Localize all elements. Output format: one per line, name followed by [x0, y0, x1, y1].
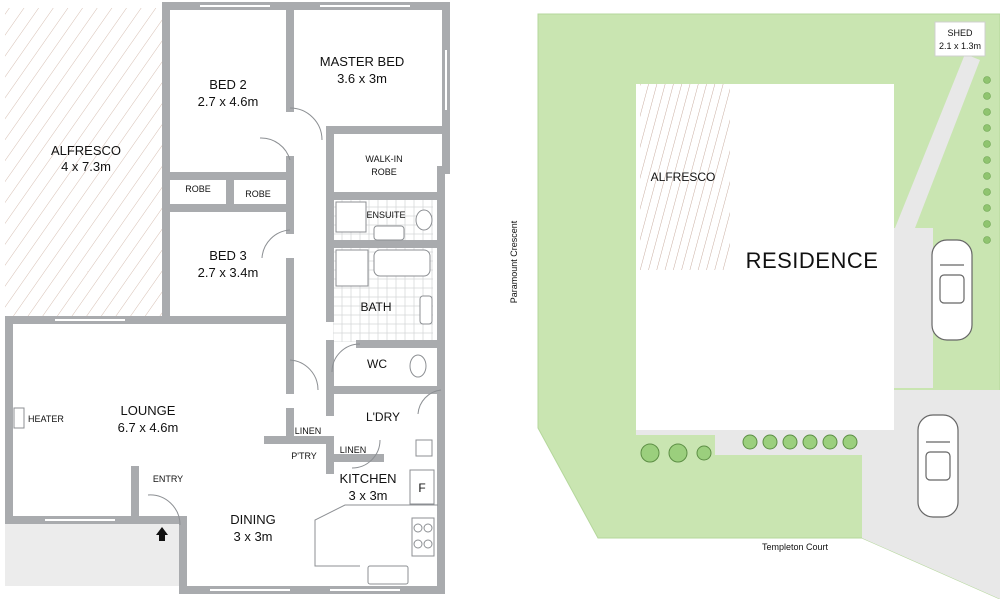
- entry-porch: [5, 524, 181, 586]
- alfresco-deck: [5, 8, 163, 316]
- room-name-ptry: P'TRY: [291, 451, 317, 461]
- walls: [5, 2, 450, 594]
- room-name-wir-2: ROBE: [371, 167, 397, 177]
- kitchen-sink: [367, 565, 409, 585]
- site-alfresco-deck: [640, 84, 730, 270]
- shed-label: SHED: [947, 28, 973, 38]
- room-size-kitchen: 3 x 3m: [348, 488, 387, 503]
- cooktop-burner: [413, 539, 423, 549]
- ensuite-toilet: [415, 209, 433, 231]
- car-icon: [931, 239, 973, 341]
- room-name-robe1: ROBE: [185, 184, 211, 194]
- cooktop-burner: [423, 523, 433, 533]
- room-name-wir: WALK-IN: [365, 154, 402, 164]
- room-name-master: MASTER BED: [320, 54, 405, 69]
- bathtub: [373, 249, 431, 277]
- room-size-lounge: 6.7 x 4.6m: [118, 420, 179, 435]
- fridge-space: [409, 469, 435, 505]
- wc-toilet: [409, 354, 427, 378]
- room-name-dining: DINING: [230, 512, 276, 527]
- entry-arrow-icon: [156, 527, 168, 541]
- bath-shower: [335, 249, 369, 287]
- room-name-wc: WC: [367, 357, 387, 371]
- ensuite-shower: [335, 201, 367, 233]
- site-plan: SHED 2.1 x 1.3m ALFRESCO RESIDENCE Param…: [509, 13, 1000, 599]
- hedge: [983, 76, 991, 244]
- heater-label: HEATER: [28, 414, 64, 424]
- room-size-bed2: 2.7 x 4.6m: [198, 94, 259, 109]
- laundry-tub: [415, 439, 433, 457]
- fixtures: [13, 201, 435, 585]
- room-name-bed2: BED 2: [209, 77, 247, 92]
- cooktop: [411, 517, 435, 557]
- windows: [45, 5, 447, 591]
- room-name-entry: ENTRY: [153, 474, 183, 484]
- street-left-label: Paramount Crescent: [509, 220, 519, 303]
- fridge-label: F: [418, 481, 425, 495]
- car-icon: [917, 414, 959, 518]
- driveway-front: [893, 228, 933, 388]
- bath-vanity: [419, 295, 433, 325]
- room-name-ldry: L'DRY: [366, 410, 400, 424]
- site-alfresco-label: ALFRESCO: [651, 170, 716, 184]
- room-name-bed3: BED 3: [209, 248, 247, 263]
- room-size-master: 3.6 x 3m: [337, 71, 387, 86]
- room-size-dining: 3 x 3m: [233, 529, 272, 544]
- residence-rear: [745, 390, 893, 430]
- room-name-kitchen: KITCHEN: [339, 471, 396, 486]
- room-name-ensuite: ENSUITE: [366, 210, 405, 220]
- room-name-linen1: LINEN: [295, 426, 322, 436]
- cooktop-burner: [423, 539, 433, 549]
- room-name-linen2: LINEN: [340, 445, 367, 455]
- floor-plan: ALFRESCO 4 x 7.3m BED 2 2.7 x 4.6m MASTE…: [5, 2, 450, 594]
- room-name-robe2: ROBE: [245, 189, 271, 199]
- door-swings: [147, 107, 442, 526]
- kitchen-bench: [314, 504, 438, 567]
- cooktop-burner: [413, 523, 423, 533]
- residence-label: RESIDENCE: [746, 248, 879, 273]
- room-name-lounge: LOUNGE: [121, 403, 176, 418]
- room-name-bath: BATH: [360, 300, 391, 314]
- heater-box: [13, 407, 25, 429]
- garden-plants: [640, 434, 858, 463]
- ensuite-vanity: [373, 225, 405, 241]
- room-size-bed3: 2.7 x 3.4m: [198, 265, 259, 280]
- shed: [934, 21, 986, 57]
- room-size-alfresco: 4 x 7.3m: [61, 159, 111, 174]
- shed-size-label: 2.1 x 1.3m: [939, 41, 981, 51]
- street-bottom-label: Templeton Court: [762, 542, 829, 552]
- room-name-alfresco: ALFRESCO: [51, 143, 121, 158]
